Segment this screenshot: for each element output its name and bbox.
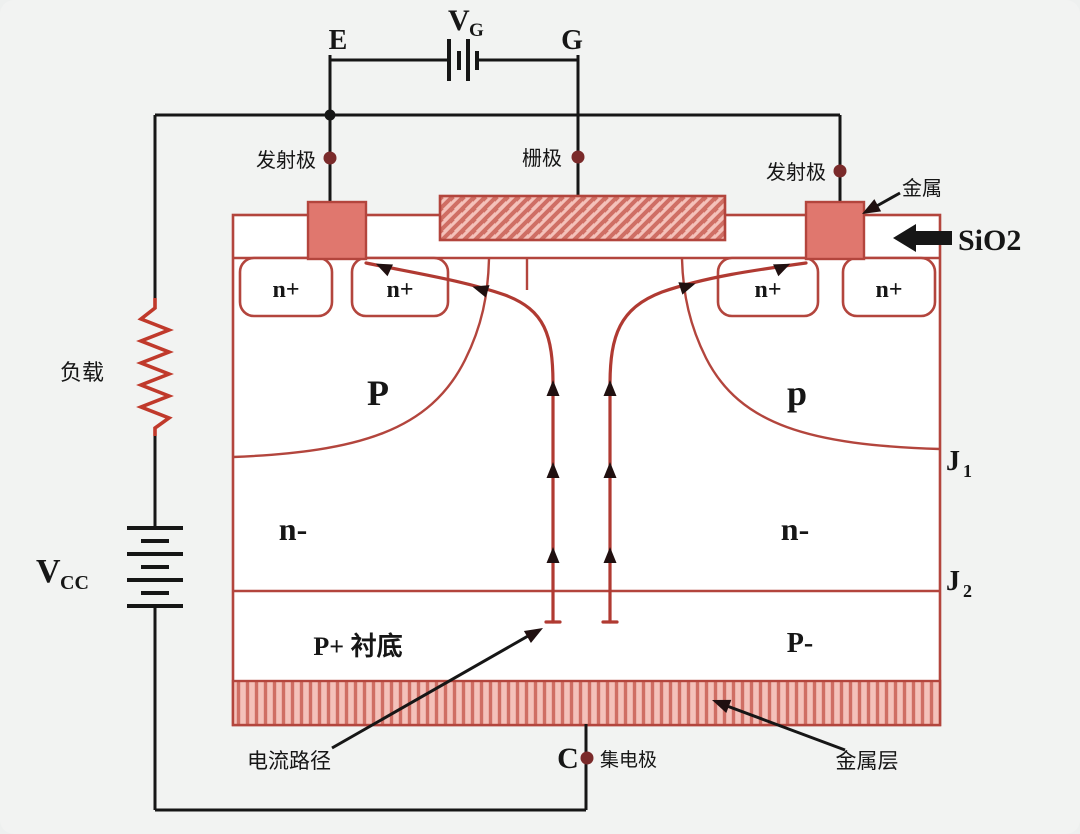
j1-label-sub: 1	[963, 461, 972, 481]
vcc-battery	[127, 526, 183, 608]
region-label-p-substrate: P+ 衬底	[313, 631, 402, 661]
sio2-label: SiO2	[958, 224, 1021, 257]
labels: V G E G 发射极 栅极 发射极 金属 SiO2 J 1 J 2 负载 V …	[36, 4, 1021, 775]
current-arrow	[546, 462, 560, 478]
j2-label: J	[946, 566, 960, 597]
annotation-arrows	[331, 191, 952, 752]
current-path-left	[364, 261, 555, 624]
current-arrow	[546, 547, 560, 563]
gate-label: 栅极	[522, 147, 562, 170]
current-flow-paths	[364, 261, 808, 624]
collector-label: 集电极	[600, 749, 657, 771]
junction-j1-curve-left	[232, 258, 491, 459]
vcc-label: V	[36, 553, 61, 590]
current-arrow	[603, 380, 617, 396]
current-path-arrow-head	[523, 628, 543, 644]
region-label-nplus-2: n+	[386, 277, 413, 303]
metal-layer-arrow-head	[712, 699, 732, 713]
gate-electrode-bar	[438, 194, 727, 242]
gate-node-dot	[571, 150, 585, 164]
region-label-nplus-4: n+	[875, 277, 902, 303]
emitter-right-node-dot	[833, 164, 847, 178]
j2-label-sub: 2	[963, 581, 972, 601]
current-arrow	[678, 282, 696, 295]
emitter-left-label: 发射极	[256, 149, 316, 172]
terminal-c-label: C	[557, 742, 579, 775]
region-label-p-minus: P-	[787, 628, 813, 659]
emitter-left-node-dot	[323, 151, 337, 165]
region-label-p-left: P	[367, 373, 389, 413]
collector-node-dot	[580, 751, 594, 765]
load-resistor	[136, 298, 174, 436]
j1-label: J	[946, 446, 960, 477]
load-label: 负载	[60, 360, 104, 385]
region-label-p-right: p	[787, 373, 807, 413]
top-electrodes	[306, 194, 866, 261]
terminal-g-label: G	[561, 25, 583, 56]
collector-metal-layer	[231, 679, 942, 727]
vcc-label-sub: CC	[60, 572, 89, 594]
region-label-nplus-1: n+	[272, 277, 299, 303]
n-plus-well-1	[238, 256, 334, 318]
current-path-label: 电流路径	[247, 750, 331, 773]
current-arrow	[472, 285, 490, 298]
current-arrow	[603, 462, 617, 478]
junction-j1-curve-right	[680, 258, 941, 451]
metal-layer-label: 金属层	[836, 750, 899, 773]
vg-label: V	[448, 4, 470, 37]
emitter-contact-left	[306, 200, 368, 261]
n-plus-well-2	[350, 256, 450, 318]
region-label-nminus-right: n-	[781, 511, 809, 547]
vg-label-sub: G	[469, 20, 484, 41]
current-arrow	[773, 263, 791, 277]
region-label-nplus-3: n+	[754, 277, 781, 303]
metal-label: 金属	[902, 177, 942, 200]
current-arrow	[603, 547, 617, 563]
current-arrow	[546, 380, 560, 396]
terminal-e-label: E	[329, 25, 348, 56]
n-plus-well-4	[841, 256, 937, 318]
metal-arrow-head	[862, 199, 882, 214]
emitter-right-label: 发射极	[766, 161, 826, 184]
current-path-arrow-line	[331, 630, 536, 750]
vg-battery	[447, 39, 479, 81]
external-circuit	[127, 39, 842, 812]
junction-dot	[324, 109, 336, 121]
circuit-nodes	[323, 109, 847, 765]
metal-layer-arrow-line	[718, 701, 846, 752]
sio2-arrow	[893, 224, 952, 252]
emitter-contact-right	[804, 200, 866, 261]
device-body: n+ n+ n+ n+ P p n- n- P+ 衬底 P-	[231, 213, 942, 727]
current-arrow	[375, 263, 393, 277]
current-path-right	[608, 261, 808, 624]
region-label-nminus-left: n-	[279, 511, 307, 547]
